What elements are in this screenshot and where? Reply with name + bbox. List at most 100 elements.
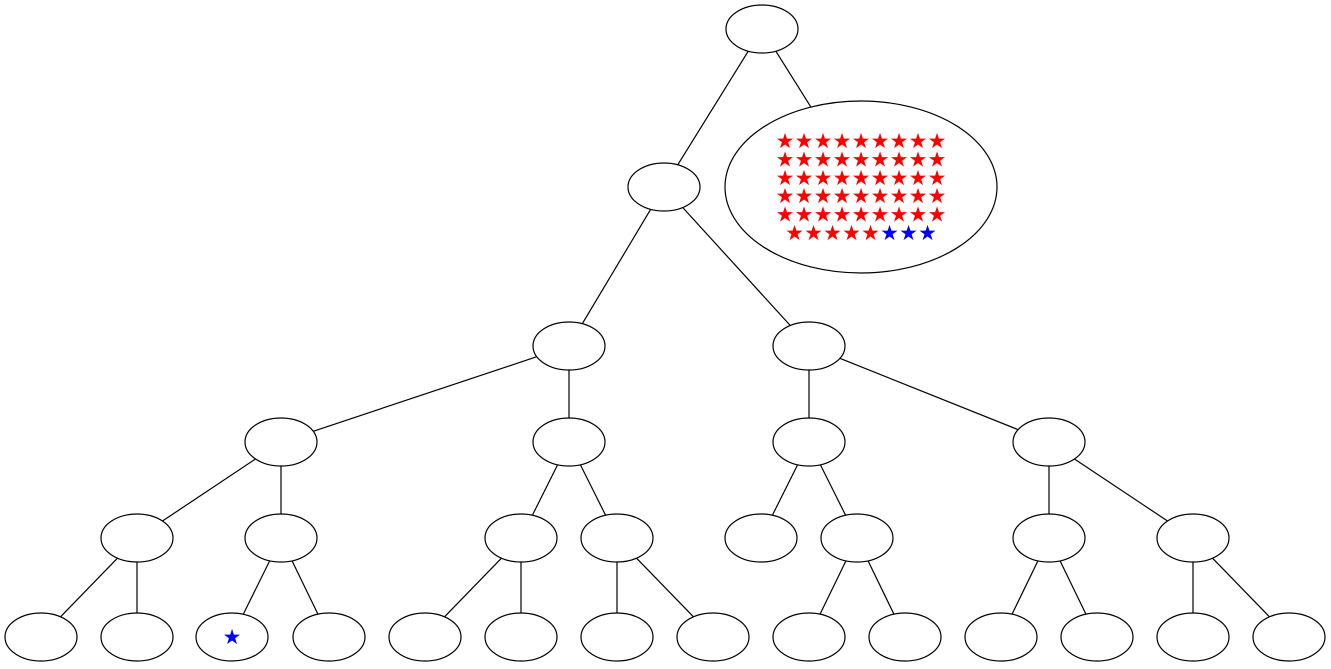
red-star-icon: ★: [890, 184, 909, 208]
red-star-icon: ★: [833, 203, 852, 227]
tree-node-l14: [1252, 612, 1326, 662]
red-star-icon: ★: [871, 147, 890, 171]
red-star-icon: ★: [833, 147, 852, 171]
red-star-icon: ★: [795, 129, 814, 153]
red-star-icon: ★: [776, 166, 795, 190]
tree-node-n3: [772, 321, 846, 371]
tree-node-n2: [532, 321, 606, 371]
node-ellipse: [820, 513, 894, 563]
red-star-icon: ★: [871, 203, 890, 227]
tree-node-l1: [4, 612, 78, 662]
red-star-icon: ★: [852, 166, 871, 190]
node-ellipse: [725, 4, 799, 54]
edge-n9-l4: [291, 560, 319, 615]
edge-n4-n8: [162, 458, 256, 522]
red-star-icon: ★: [861, 221, 880, 245]
tree-node-n4: [244, 417, 318, 467]
red-star-icon: ★: [814, 203, 833, 227]
red-star-icon: ★: [871, 184, 890, 208]
edge-n8-l1: [60, 557, 118, 618]
tree-node-n5: [532, 417, 606, 467]
node-ellipse: [724, 100, 998, 274]
node-ellipse: [244, 417, 318, 467]
red-star-icon: ★: [909, 184, 928, 208]
node-ellipse: [1060, 612, 1134, 662]
tree-node-n14: [1012, 513, 1086, 563]
red-star-icon: ★: [871, 129, 890, 153]
red-star-icon: ★: [776, 184, 795, 208]
edge-root-big: [775, 50, 812, 108]
node-ellipse: [724, 513, 798, 563]
edge-n2-n4: [313, 356, 537, 432]
edge-n10-l5: [444, 557, 502, 618]
red-star-icon: ★: [852, 184, 871, 208]
tree-node-n10: [484, 513, 558, 563]
red-star-icon: ★: [804, 221, 823, 245]
node-ellipse: [484, 612, 558, 662]
tree-node-n13: [820, 513, 894, 563]
blue-star-icon: ★: [899, 221, 918, 245]
node-ellipse: [868, 612, 942, 662]
edges: [60, 50, 1270, 618]
tree-node-l6: [484, 612, 558, 662]
node-ellipse: [532, 417, 606, 467]
tree-node-n12: [724, 513, 798, 563]
red-star-icon: ★: [890, 203, 909, 227]
node-ellipse: [1012, 513, 1086, 563]
edge-n11-l8: [636, 557, 694, 618]
red-star-icon: ★: [795, 166, 814, 190]
node-ellipse: [772, 417, 846, 467]
red-star-icon: ★: [776, 129, 795, 153]
red-star-icon: ★: [795, 184, 814, 208]
blue-star-icon: ★: [223, 625, 242, 649]
tree-node-n1: [627, 162, 701, 212]
tree-node-l2: [100, 612, 174, 662]
node-ellipse: [772, 612, 846, 662]
node-ellipse: [580, 612, 654, 662]
red-star-icon: ★: [890, 166, 909, 190]
edge-root-n1: [677, 50, 749, 166]
edge-n14-l11: [1011, 560, 1039, 615]
edge-n6-n13: [819, 464, 847, 516]
red-star-icon: ★: [928, 129, 947, 153]
node-ellipse: [627, 162, 701, 212]
red-star-icon: ★: [814, 147, 833, 171]
tree-node-l11: [964, 612, 1038, 662]
edge-n6-n12: [771, 464, 799, 516]
red-star-icon: ★: [814, 166, 833, 190]
node-ellipse: [388, 612, 462, 662]
red-star-icon: ★: [909, 166, 928, 190]
red-star-icon: ★: [795, 147, 814, 171]
node-ellipse: [1252, 612, 1326, 662]
red-star-icon: ★: [928, 147, 947, 171]
edge-n3-n7: [839, 357, 1019, 431]
node-ellipse: [244, 513, 318, 563]
blue-star-icon: ★: [880, 221, 899, 245]
edge-n15-l14: [1212, 557, 1270, 618]
tree-node-l7: [580, 612, 654, 662]
tree-node-l4: [292, 612, 366, 662]
node-ellipse: [676, 612, 750, 662]
red-star-icon: ★: [776, 147, 795, 171]
red-star-icon: ★: [909, 203, 928, 227]
tree-node-n6: [772, 417, 846, 467]
red-star-icon: ★: [890, 129, 909, 153]
red-star-icon: ★: [871, 166, 890, 190]
node-ellipse: [292, 612, 366, 662]
red-star-icon: ★: [928, 184, 947, 208]
tree-node-l5: [388, 612, 462, 662]
red-star-icon: ★: [909, 147, 928, 171]
tree-node-l9: [772, 612, 846, 662]
red-star-icon: ★: [785, 221, 804, 245]
red-star-icon: ★: [795, 203, 814, 227]
node-ellipse: [964, 612, 1038, 662]
red-star-icon: ★: [814, 129, 833, 153]
node-ellipse: [100, 513, 174, 563]
edge-n13-l9: [819, 560, 847, 615]
edge-n1-n2: [581, 208, 652, 325]
node-ellipse: [484, 513, 558, 563]
tree-node-root: [725, 4, 799, 54]
tree-node-n8: [100, 513, 174, 563]
tree-node-l3: ★: [195, 612, 269, 662]
